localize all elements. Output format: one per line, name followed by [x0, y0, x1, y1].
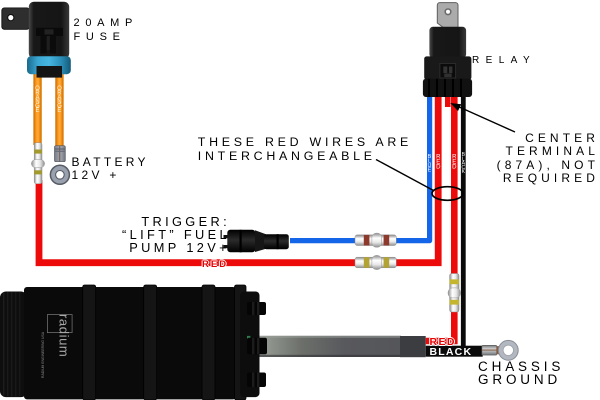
svg-text:RED: RED [452, 155, 457, 171]
svg-text:radium: radium [57, 314, 72, 357]
svg-text:RED: RED [436, 155, 441, 171]
svg-text:BLACK: BLACK [461, 152, 465, 175]
svg-text:RADIUM ENGINEERING USA: RADIUM ENGINEERING USA [41, 331, 45, 378]
